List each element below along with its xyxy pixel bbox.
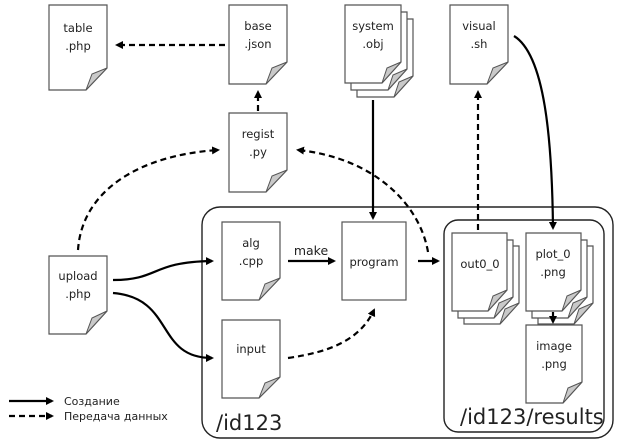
svg-text:upload: upload (58, 269, 97, 283)
svg-text:alg: alg (242, 236, 260, 250)
svg-text:system: system (352, 19, 394, 33)
container-results-label: /id123/results (460, 405, 604, 429)
svg-text:regist: regist (242, 127, 275, 141)
file-base-json[interactable]: base .json (228, 4, 288, 85)
edge-input-to-program (287, 308, 376, 360)
svg-text:visual: visual (462, 19, 496, 33)
svg-text:image: image (536, 339, 572, 353)
file-image-png[interactable]: image .png (525, 324, 583, 404)
legend-transfer: Передача данных (64, 410, 168, 423)
container-results (443, 219, 605, 433)
svg-text:.cpp: .cpp (239, 254, 264, 268)
svg-text:.json: .json (244, 37, 271, 51)
edge-upload-to-regist (76, 146, 220, 251)
svg-text:.png: .png (541, 357, 567, 371)
svg-text:plot_0: plot_0 (535, 247, 570, 261)
file-stack-plot-0-png[interactable]: plot_0 .png (525, 232, 594, 325)
legend-creation: Создание (64, 395, 120, 408)
svg-text:.py: .py (249, 145, 267, 159)
edge-upload-to-alg (112, 257, 214, 282)
file-visual-sh[interactable]: visual .sh (449, 4, 509, 85)
edge-program-to-regist (296, 146, 430, 253)
file-input[interactable]: input (221, 319, 281, 399)
file-stack-out0-0[interactable]: out0_0 (451, 232, 520, 325)
file-stack-system-obj[interactable]: system .obj (344, 4, 414, 98)
legend: Создание Передача данных (9, 395, 168, 423)
svg-text:.sh: .sh (471, 37, 488, 51)
svg-text:.obj: .obj (362, 37, 383, 51)
svg-text:input: input (236, 342, 266, 356)
edge-label-make: make (294, 243, 329, 258)
svg-text:.png: .png (540, 265, 566, 279)
file-alg-cpp[interactable]: alg .cpp (221, 221, 281, 301)
svg-text:out0_0: out0_0 (460, 257, 499, 271)
file-table-php[interactable]: table .php (48, 4, 108, 91)
svg-text:base: base (244, 19, 271, 33)
container-id123-label: /id123 (216, 411, 282, 435)
svg-text:.php: .php (65, 287, 91, 301)
file-upload-php[interactable]: upload .php (48, 255, 108, 335)
edge-visual-to-plot (513, 35, 557, 230)
svg-text:.php: .php (65, 39, 91, 53)
edge-upload-to-input (112, 291, 214, 362)
file-regist-py[interactable]: regist .py (228, 112, 288, 193)
svg-text:program: program (349, 255, 398, 269)
svg-text:table: table (63, 21, 92, 35)
node-program[interactable]: program (341, 221, 407, 301)
